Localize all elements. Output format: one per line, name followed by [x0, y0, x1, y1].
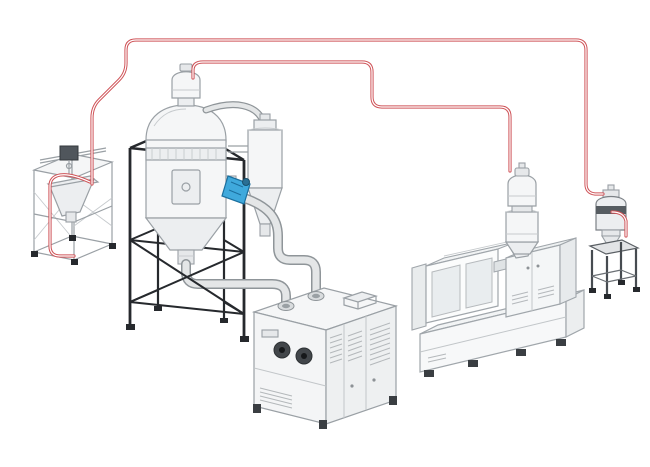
hoist-motor-icon — [59, 145, 79, 176]
dryer-hose-ports-icon — [277, 291, 325, 311]
proportional-valve-icon — [221, 175, 251, 205]
dehumidifying-dryer-icon — [251, 287, 399, 429]
injection-molding-machine-icon — [411, 236, 585, 377]
cyclone-separator-icon — [228, 113, 283, 237]
remote-loader-stand-icon — [588, 184, 640, 299]
material-piping-icon — [48, 38, 628, 258]
drying-hopper-icon — [144, 95, 237, 265]
machine-hopper-loader-icon — [504, 162, 540, 255]
dryer-gauges-icon — [273, 341, 313, 365]
hopper-stand-braces-icon — [126, 239, 249, 342]
